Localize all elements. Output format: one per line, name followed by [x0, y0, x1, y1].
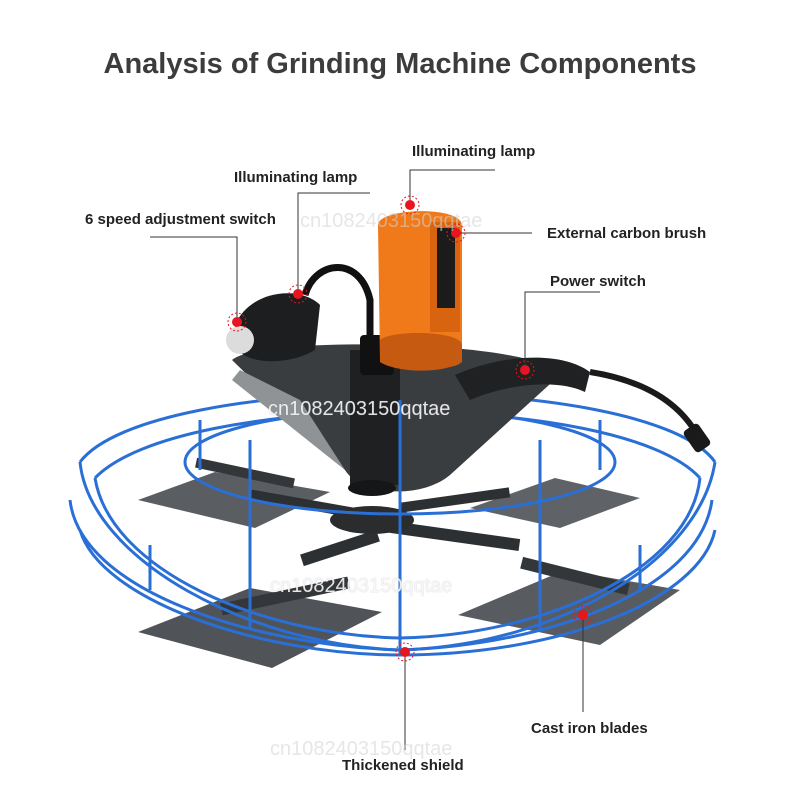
shield-cage-front	[68, 400, 717, 657]
cross-arms	[250, 487, 521, 567]
label-illuminating-lamp-left: Illuminating lamp	[234, 169, 358, 186]
component-markers	[227, 195, 593, 662]
leader-speed	[150, 236, 238, 320]
blade-back-left	[138, 472, 330, 528]
label-cast-iron-blades: Cast iron blades	[531, 720, 648, 737]
page-title: Analysis of Grinding Machine Components	[103, 48, 697, 80]
cast-iron-blades	[138, 457, 680, 668]
motor-housing	[378, 211, 462, 371]
marker-carbon	[446, 223, 466, 243]
watermark: cn1082403150qqtae	[268, 398, 451, 420]
blade-back-right	[470, 478, 640, 528]
marker-lamp-top	[400, 195, 420, 215]
label-external-carbon-brush: External carbon brush	[547, 225, 707, 242]
leader-lines	[150, 169, 600, 750]
machine-body	[226, 264, 711, 496]
label-speed-adjustment-switch: 6 speed adjustment switch	[85, 211, 276, 228]
marker-power	[515, 360, 535, 380]
label-illuminating-lamp-top: Illuminating lamp	[412, 143, 536, 160]
watermark: cn1082403150qqtae	[300, 210, 483, 232]
marker-lamp-left	[288, 284, 308, 304]
leader-power	[524, 291, 600, 368]
label-power-switch: Power switch	[550, 273, 646, 290]
marker-speed	[227, 312, 247, 332]
label-thickened-shield: Thickened shield	[342, 757, 464, 774]
watermark: cn1082403150qqtae	[270, 738, 453, 760]
marker-shield	[395, 642, 415, 662]
blade-front-left	[138, 588, 382, 668]
lamp-head	[235, 293, 320, 362]
marker-blades	[573, 605, 593, 625]
leader-lamp-top	[409, 169, 495, 200]
leader-lamp-left	[297, 192, 370, 290]
watermark: cn1082403150qqtae	[270, 575, 453, 597]
